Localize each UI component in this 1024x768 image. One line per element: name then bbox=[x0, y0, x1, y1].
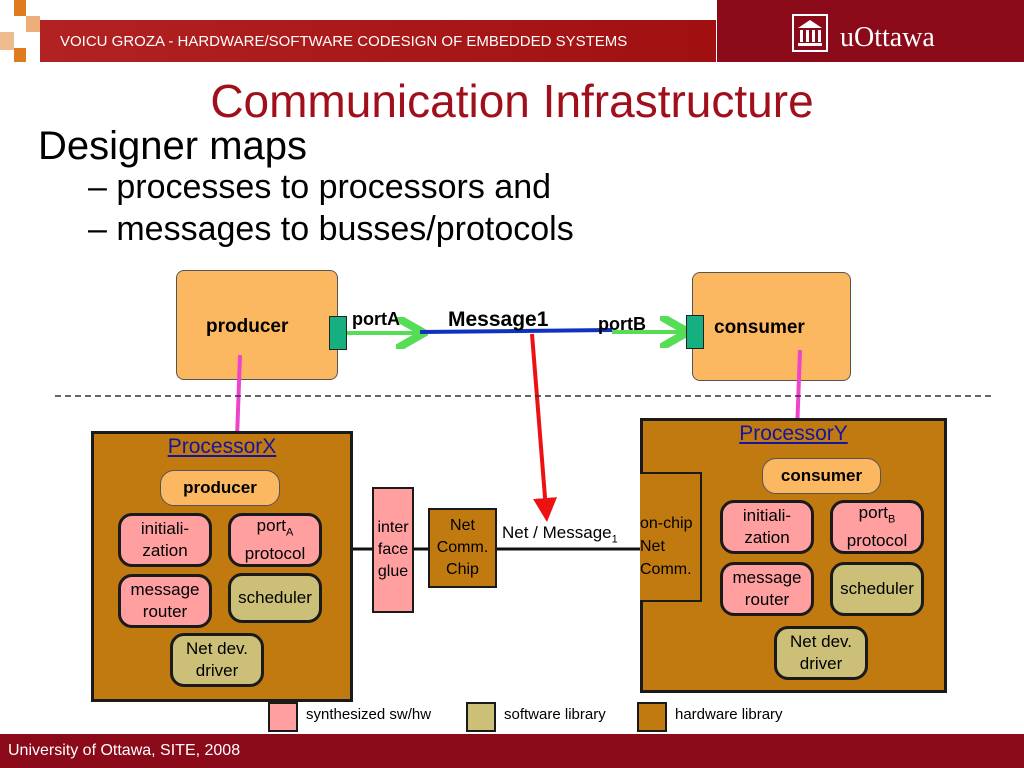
processor-x-initialization: initiali-zation bbox=[118, 513, 212, 567]
legend-swatch-software bbox=[466, 702, 496, 732]
sub-bullet-1: – processes to processors and bbox=[88, 168, 552, 206]
processor-y-initialization: initiali-zation bbox=[720, 500, 814, 554]
consumer-process-box bbox=[692, 272, 851, 381]
legend-swatch-synthesized bbox=[268, 702, 298, 732]
producer-label: producer bbox=[206, 316, 289, 337]
building-icon bbox=[792, 14, 828, 52]
processor-x-title: ProcessorX bbox=[167, 435, 277, 458]
legend-label-synthesized: synthesized sw/hw bbox=[306, 706, 432, 723]
bullet-main: Designer maps bbox=[38, 124, 308, 168]
processor-y-scheduler: scheduler bbox=[830, 562, 924, 616]
university-logo-text: uOttawa bbox=[840, 22, 935, 53]
processor-x-producer: producer bbox=[160, 470, 280, 506]
legend-swatch-hardware bbox=[637, 702, 667, 732]
message-label: Message1 bbox=[448, 308, 549, 331]
port-b-label: portB bbox=[598, 314, 646, 334]
producer-process-box bbox=[176, 270, 338, 380]
slide-title: Communication Infrastructure bbox=[210, 75, 814, 127]
port-b-connector bbox=[686, 315, 704, 349]
port-a-connector bbox=[329, 316, 347, 350]
processor-y-title: ProcessorY bbox=[739, 422, 848, 445]
processor-x-net-driver: Net dev.driver bbox=[170, 633, 264, 687]
net-message-label: Net / Message1 bbox=[502, 523, 618, 546]
sub-bullet-2: – messages to busses/protocols bbox=[88, 210, 574, 248]
processor-y-net-driver: Net dev.driver bbox=[774, 626, 868, 680]
processor-y-consumer: consumer bbox=[762, 458, 881, 494]
processor-x-scheduler: scheduler bbox=[228, 573, 322, 623]
port-a-label: portA bbox=[352, 309, 400, 329]
header-bar bbox=[40, 20, 716, 62]
consumer-label: consumer bbox=[714, 317, 805, 338]
legend-label-hardware: hardware library bbox=[675, 706, 783, 723]
university-logo-panel bbox=[717, 0, 1024, 62]
course-title: VOICU GROZA - HARDWARE/SOFTWARE CODESIGN… bbox=[60, 33, 628, 50]
header-decoration bbox=[0, 0, 40, 62]
footer-bar bbox=[0, 734, 1024, 768]
processor-y-onchip-net: on-chip Net Comm. bbox=[640, 472, 702, 602]
legend-label-software: software library bbox=[504, 706, 606, 723]
footer-text: University of Ottawa, SITE, 2008 bbox=[8, 742, 241, 759]
